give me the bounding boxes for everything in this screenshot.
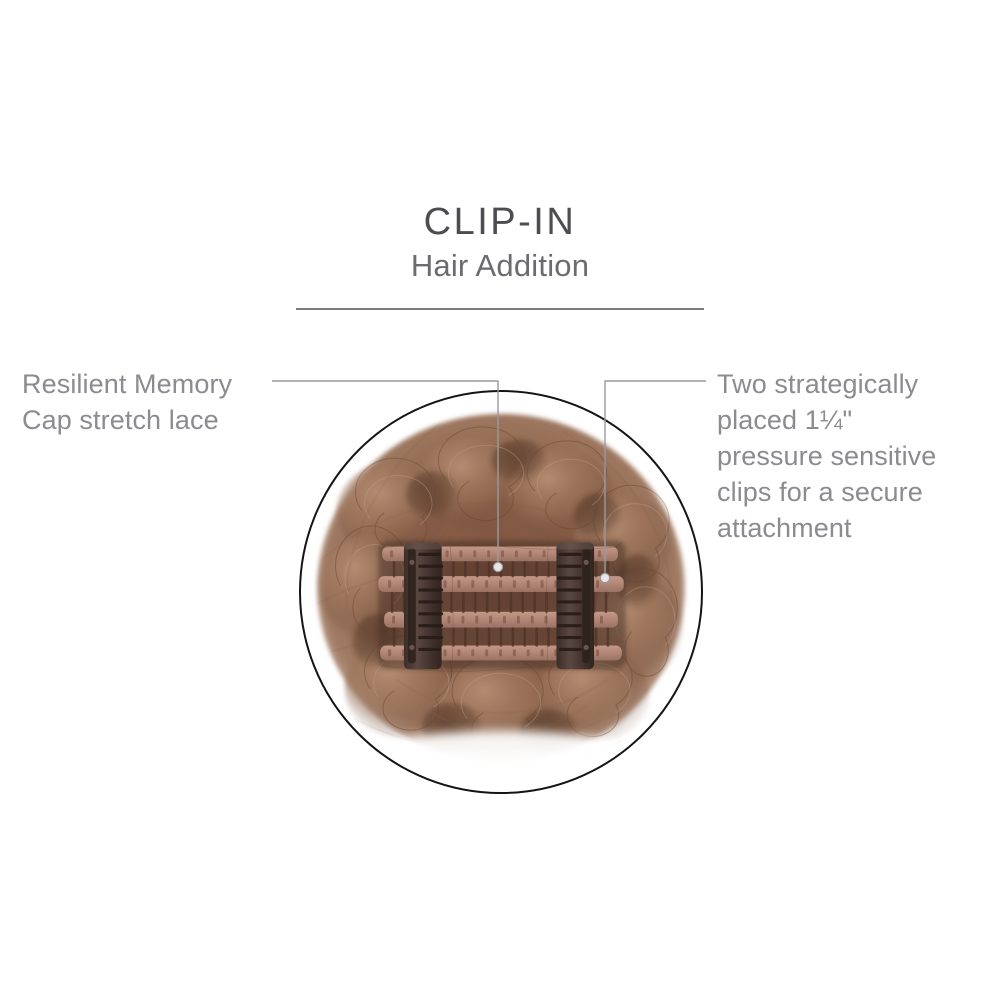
callout-left-label: Resilient Memory Cap stretch lace	[22, 369, 233, 435]
callout-right-label: Two strategically placed 1¼" pressure se…	[717, 369, 937, 543]
title-divider	[296, 308, 704, 310]
page-subtitle: Hair Addition	[410, 248, 590, 283]
clip-left	[403, 542, 444, 670]
page-title: CLIP-IN	[423, 201, 577, 243]
product-photo-circle	[299, 390, 703, 794]
clip-right	[556, 542, 595, 670]
title-block: CLIP-IN Hair Addition	[0, 200, 1000, 310]
hair-addition-illustration	[301, 392, 701, 792]
